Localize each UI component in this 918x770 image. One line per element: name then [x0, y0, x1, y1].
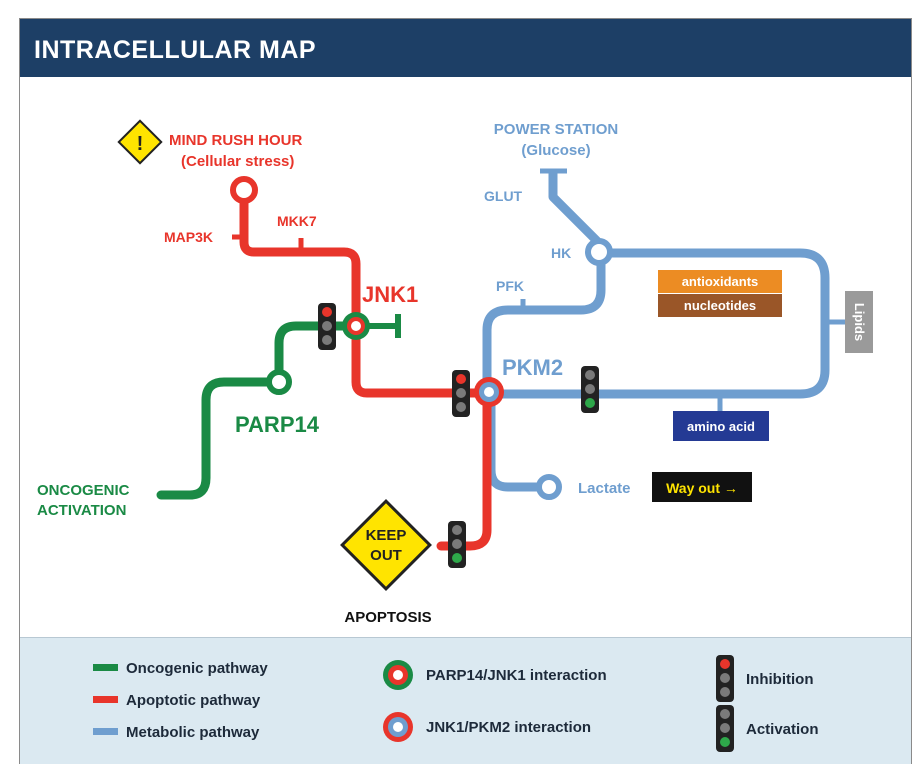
- hk-station: [585, 238, 613, 266]
- nucleotides-box: [658, 294, 782, 317]
- oncogenic-main-line: [156, 377, 274, 500]
- legend-parp14-jnk1-label: PARP14/JNK1 interaction: [426, 667, 607, 684]
- pfk-label: PFK: [496, 278, 524, 294]
- lactate-label: Lactate: [578, 480, 631, 497]
- stress-title: MIND RUSH HOUR: [169, 132, 302, 149]
- legend-jnk1-pkm2-node-icon: [383, 712, 413, 742]
- keep-out-line1: KEEP: [366, 527, 407, 544]
- metabolic-pathway-lines: [482, 168, 830, 492]
- legend-jnk1-pkm2-label: JNK1/PKM2 interaction: [426, 719, 591, 736]
- traffic-light-inhibition-jnk1: [318, 303, 336, 350]
- parp14-to-jnk1-line: [274, 321, 349, 377]
- lipids-box: [845, 291, 873, 353]
- legend-inhibition-label: Inhibition: [746, 671, 813, 688]
- map-title: INTRACELLULAR MAP: [34, 36, 317, 64]
- legend-oncogenic-swatch: [93, 664, 118, 671]
- jnk1-label: JNK1: [362, 282, 418, 307]
- warning-sign-glyph: !: [137, 133, 144, 155]
- glut-to-hk-line: [548, 168, 602, 257]
- power-subtitle: (Glucose): [521, 142, 590, 159]
- legend-apoptotic-label: Apoptotic pathway: [126, 692, 261, 709]
- parp14-label: PARP14: [235, 412, 320, 437]
- metabolic-ticks: [520, 168, 845, 411]
- legend-apoptotic-swatch: [93, 696, 118, 703]
- pkm2-interaction-node: [474, 377, 504, 407]
- way-out-box: [652, 472, 752, 502]
- legend-activation-light-icon: [716, 705, 734, 752]
- antioxidants-label: antioxidants: [682, 274, 759, 289]
- oncogenic-pathway-lines: [156, 321, 349, 500]
- oncogenic-activation-line1: ONCOGENIC: [37, 482, 130, 499]
- map3k-label: MAP3K: [164, 229, 213, 245]
- lactate-station: [536, 474, 562, 500]
- header-bar: INTRACELLULAR MAP: [20, 19, 911, 77]
- legend-metabolic-label: Metabolic pathway: [126, 724, 260, 741]
- hk-to-pkm2-line: [482, 258, 606, 386]
- stress-station: [230, 176, 258, 204]
- apoptosis-label: APOPTOSIS: [344, 609, 431, 626]
- legend-items: Oncogenic pathway Apoptotic pathway Meta…: [93, 655, 819, 752]
- legend-inhibition-light-icon: [716, 655, 734, 702]
- way-out-label: Way out →: [666, 480, 738, 496]
- lipids-label: Lipids: [852, 303, 867, 341]
- warning-sign-icon: !: [117, 119, 163, 165]
- pkm2-to-apoptosis-line: [436, 400, 492, 551]
- legend-parp14-jnk1-node-icon: [383, 660, 413, 690]
- traffic-light-activation-apoptosis: [448, 521, 466, 568]
- keep-out-sign-icon: KEEP OUT: [340, 499, 432, 591]
- glut-label: GLUT: [484, 188, 523, 204]
- legend-oncogenic-label: Oncogenic pathway: [126, 660, 268, 677]
- traffic-light-activation-metabolic: [581, 366, 599, 413]
- mkk7-label: MKK7: [277, 213, 317, 229]
- jnk1-interaction-node: [342, 312, 370, 340]
- nucleotides-label: nucleotides: [684, 298, 756, 313]
- power-title: POWER STATION: [494, 121, 618, 138]
- jnk1-to-pkm2-line: [351, 332, 483, 398]
- legend-panel: [20, 637, 911, 764]
- hk-label: HK: [551, 245, 571, 261]
- legend-metabolic-swatch: [93, 728, 118, 735]
- traffic-light-inhibition-pkm2: [452, 370, 470, 417]
- antioxidants-box: [658, 270, 782, 293]
- amino-acid-label: amino acid: [687, 419, 755, 434]
- legend-activation-label: Activation: [746, 721, 819, 738]
- parp14-station: [266, 369, 292, 395]
- stress-subtitle: (Cellular stress): [181, 153, 294, 170]
- keep-out-line2: OUT: [370, 547, 402, 564]
- pkm2-to-lactate-line: [486, 400, 544, 492]
- amino-acid-box: [673, 411, 769, 441]
- oncogenic-activation-line2: ACTIVATION: [37, 502, 126, 519]
- apoptotic-ticks: [232, 234, 304, 252]
- pkm2-label: PKM2: [502, 355, 563, 380]
